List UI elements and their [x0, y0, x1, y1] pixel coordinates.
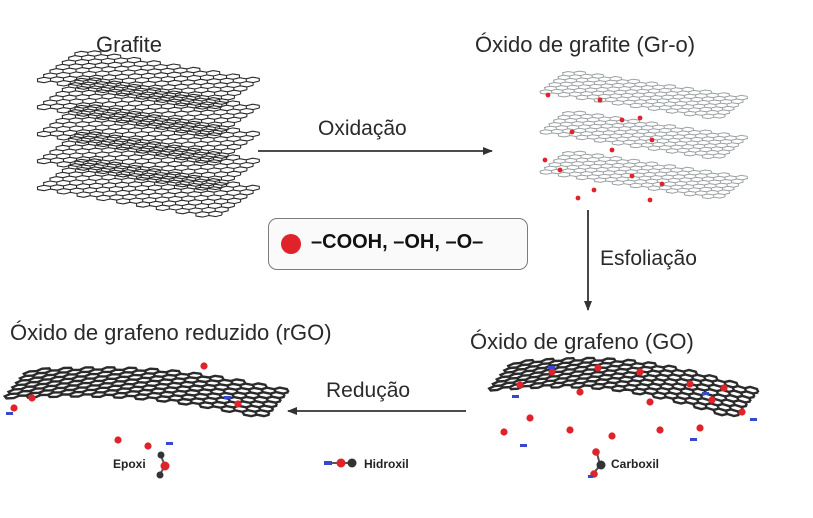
- graphene-oxide-label: Óxido de grafeno (GO): [470, 329, 694, 354]
- oxygen-atom: [649, 137, 655, 143]
- hydrogen-atom: [690, 438, 697, 441]
- oxygen-atom: [708, 396, 716, 404]
- hydrogen-atom: [520, 444, 527, 447]
- oxygen-atom: [608, 432, 616, 440]
- hydrogen-atom: [166, 442, 173, 445]
- reduction-label: Redução: [326, 379, 411, 402]
- graphite-oxide-label: Óxido de grafite (Gr-o): [475, 32, 696, 57]
- oxygen-atom: [696, 424, 704, 432]
- oxidation-label: Oxidação: [318, 117, 407, 140]
- oxygen-atom: [575, 195, 581, 201]
- oxygen-atom: [114, 436, 122, 444]
- graphite-oxide-stack-icon: [539, 70, 749, 203]
- oxygen-atom: [636, 368, 644, 376]
- hydrogen-atom: [6, 412, 13, 415]
- oxidized-layer: [539, 110, 749, 160]
- graphene-layer: [36, 50, 260, 110]
- reduced-graphene-lattice: [2, 366, 290, 418]
- oxygen-atom: [659, 181, 665, 187]
- oxygen-atom: [647, 197, 653, 203]
- hydroxyl-label: Hidroxil: [364, 457, 409, 471]
- oxygen-atom: [548, 368, 556, 376]
- oxygen-dot-icon: [281, 234, 301, 254]
- oxygen-atom: [594, 364, 602, 372]
- epoxy-group-icon: [156, 451, 170, 479]
- oxygen-atom: [656, 426, 664, 434]
- oxygen-atom: [576, 388, 584, 396]
- oxygen-atom: [619, 117, 625, 123]
- functional-groups-legend: –COOH, –OH, –O–: [268, 218, 528, 270]
- oxygen-atom: [629, 173, 635, 179]
- oxidized-layer: [539, 150, 749, 200]
- oxygen-atom: [566, 426, 574, 434]
- oxygen-atom: [526, 414, 534, 422]
- hydrogen-atom: [548, 366, 555, 369]
- oxidized-layer: [539, 70, 749, 120]
- hydrogen-atom: [224, 396, 231, 399]
- oxygen-atom: [10, 404, 18, 412]
- oxygen-atom: [609, 147, 615, 153]
- carboxyl-group-icon: [588, 448, 606, 478]
- epoxy-label: Epoxi: [113, 457, 146, 471]
- legend-groups-text: –COOH, –OH, –O–: [311, 231, 484, 253]
- oxygen-atom: [234, 400, 242, 408]
- reduced-graphene-oxide-sheet-icon: [2, 362, 290, 450]
- oxygen-atom: [637, 115, 643, 121]
- graphene-oxide-sheet-icon: [487, 356, 760, 447]
- hydroxyl-group-icon: [324, 458, 357, 468]
- oxygen-atom: [545, 92, 551, 98]
- graphene-oxide-lattice: [487, 356, 760, 418]
- oxygen-atom: [646, 398, 654, 406]
- oxygen-atom: [144, 442, 152, 450]
- hydrogen-atom: [702, 392, 709, 395]
- oxygen-atom: [500, 428, 508, 436]
- graphite-label: Grafite: [96, 32, 163, 57]
- graphene-layer: [36, 104, 260, 164]
- oxygen-atom: [28, 394, 36, 402]
- reduced-graphene-oxide-label: Óxido de grafeno reduzido (rGO): [10, 320, 332, 345]
- exfoliation-label: Esfoliação: [600, 247, 697, 270]
- oxygen-atom: [569, 129, 575, 135]
- oxygen-atom: [591, 187, 597, 193]
- oxygen-atom: [557, 167, 563, 173]
- oxygen-atom: [686, 380, 694, 388]
- oxygen-atom: [516, 381, 524, 389]
- oxygen-atom: [738, 408, 746, 416]
- carboxyl-label: Carboxil: [611, 457, 660, 471]
- hydrogen-atom: [512, 395, 519, 398]
- graphene-layer: [36, 77, 260, 137]
- oxygen-atom: [720, 384, 728, 392]
- hydrogen-atom: [750, 418, 757, 421]
- oxygen-atom: [542, 157, 548, 163]
- oxygen-atom: [200, 362, 208, 370]
- graphene-layer: [36, 131, 260, 191]
- oxygen-atom: [597, 97, 603, 103]
- graphite-stack-icon: [36, 50, 260, 218]
- graphene-layer: [36, 158, 260, 218]
